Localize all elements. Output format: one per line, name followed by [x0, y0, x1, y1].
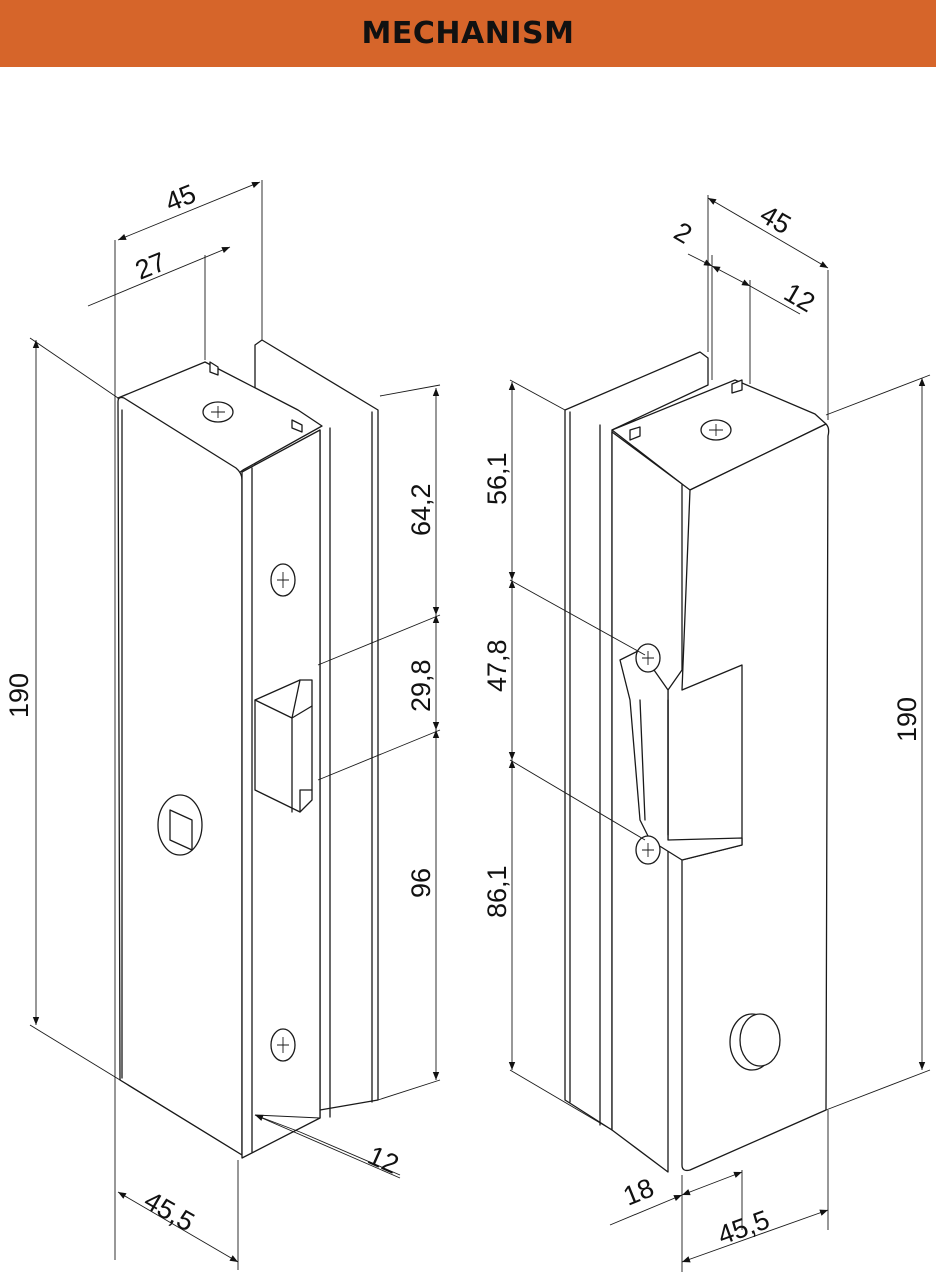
screw-icon	[635, 835, 661, 865]
dim-right-top-width: 45	[755, 199, 796, 240]
dim-right-segment-mid: 47,8	[482, 639, 512, 692]
dim-right-top-small: 2	[669, 216, 697, 249]
dim-right-bottom-offset: 18	[619, 1172, 658, 1211]
release-button-icon	[729, 1013, 781, 1071]
header-bar: MECHANISM	[0, 0, 936, 67]
screw-icon	[202, 401, 234, 423]
screw-icon	[270, 563, 296, 597]
dim-left-height: 190	[4, 673, 34, 718]
screw-icon	[270, 1028, 296, 1062]
right-mechanism-view: 2 45 12 56,1 47,8 86,1 190 18 45,5	[482, 195, 931, 1272]
screw-icon	[700, 419, 732, 441]
dim-left-segment-bottom: 96	[406, 868, 436, 898]
dim-left-segment-mid: 29,8	[406, 659, 436, 712]
dim-left-bottom-width: 45,5	[139, 1185, 200, 1237]
dim-left-top-width: 45	[161, 178, 200, 217]
screw-icon	[635, 643, 661, 673]
dim-right-top-depth: 12	[779, 277, 820, 318]
dim-left-segment-top: 64,2	[406, 483, 436, 536]
dim-right-segment-bottom: 86,1	[482, 865, 512, 918]
dim-right-height: 190	[892, 697, 922, 742]
page-title: MECHANISM	[361, 16, 575, 51]
dim-right-bottom-width: 45,5	[714, 1204, 774, 1250]
cylinder-hole-icon	[157, 794, 203, 856]
left-mechanism-view: 45 27 190 64,2 29,8 96 12 45,5	[4, 178, 441, 1270]
dim-right-segment-top: 56,1	[482, 452, 512, 505]
dim-left-top-inner: 27	[131, 246, 170, 285]
